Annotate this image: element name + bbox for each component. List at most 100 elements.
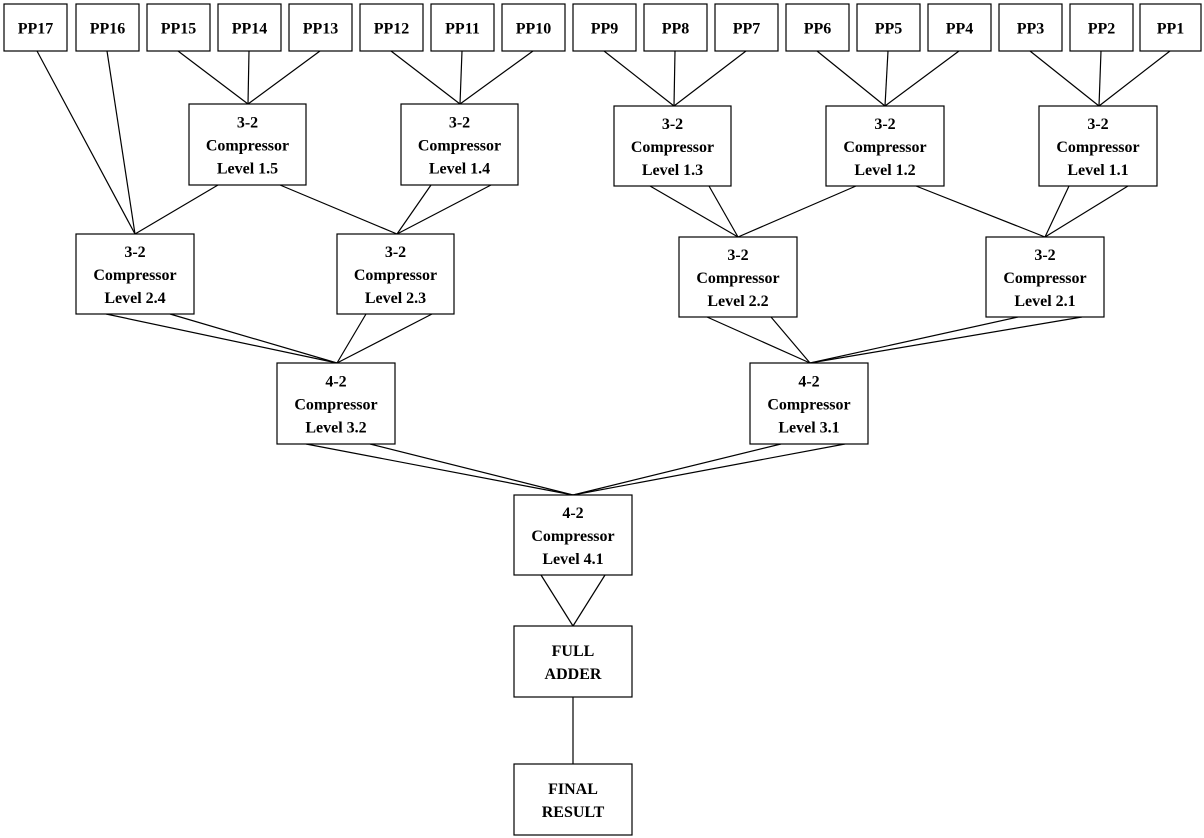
partial-product-label: PP2 [1088, 21, 1116, 38]
final-result-label: RESULT [542, 804, 605, 821]
compressor-label: Level 1.4 [429, 161, 490, 178]
partial-product-pp12: PP12 [359, 3, 424, 52]
edge-c24-to-c32 [169, 313, 338, 364]
partial-product-box [3, 3, 68, 52]
compressor-label: Compressor [1056, 139, 1139, 156]
compressor-label: Level 4.1 [542, 551, 603, 568]
edge-c24-to-c32 [105, 313, 338, 364]
compressor-label: Compressor [696, 270, 779, 287]
compressor-box [985, 236, 1105, 318]
edge-c11-to-c21 [1044, 185, 1129, 238]
edge-c12-to-c22 [737, 185, 857, 238]
compressor-label: Compressor [843, 139, 926, 156]
compressor-label: Compressor [93, 267, 176, 284]
edge-pp14-to-c15 [247, 50, 250, 105]
compressor-label: 3-2 [1087, 116, 1108, 133]
edge-c14-to-c23 [396, 184, 492, 235]
compressor-label: Level 1.2 [854, 162, 915, 179]
partial-product-pp11: PP11 [430, 3, 495, 52]
edge-c13-to-c22 [708, 185, 739, 238]
compressor-label: 4-2 [798, 374, 819, 391]
partial-product-label: PP8 [662, 21, 690, 38]
edge-c15-to-c23 [279, 184, 398, 235]
partial-product-pp13: PP13 [288, 3, 353, 52]
partial-product-label: PP10 [516, 21, 552, 38]
connector-lines [36, 50, 1171, 764]
edge-pp16-to-c24 [106, 50, 136, 235]
compressor-label: Level 2.1 [1014, 293, 1075, 310]
final-result-box [513, 763, 633, 836]
edge-pp3-to-c11 [1029, 50, 1100, 107]
compressor-box [613, 105, 732, 187]
partial-product-box [359, 3, 424, 52]
partial-product-pp15: PP15 [146, 3, 211, 52]
compressor-label: Level 1.5 [217, 161, 278, 178]
compressor-box [825, 105, 945, 187]
edge-c31-to-c41 [572, 443, 846, 496]
edge-pp15-to-c15 [177, 50, 249, 105]
partial-product-pp16: PP16 [75, 3, 140, 52]
partial-product-box [1139, 3, 1202, 52]
edge-c32-to-c41 [305, 443, 574, 496]
edge-c14-to-c23 [396, 184, 432, 235]
compressor-label: Compressor [418, 138, 501, 155]
partial-product-pp8: PP8 [643, 3, 708, 52]
compressor-label: Compressor [1003, 270, 1086, 287]
compressor-label: Compressor [531, 528, 614, 545]
partial-product-box [856, 3, 921, 52]
partial-product-pp6: PP6 [785, 3, 850, 52]
compressor-label: Level 3.1 [778, 420, 839, 437]
partial-product-label: PP17 [18, 21, 54, 38]
compressor-box [749, 362, 869, 445]
partial-product-box [75, 3, 140, 52]
partial-product-box [430, 3, 495, 52]
edge-pp13-to-c15 [247, 50, 321, 105]
compressor-label: 3-2 [385, 244, 406, 261]
compressor-label: Compressor [206, 138, 289, 155]
edge-c21-to-c31 [809, 316, 1019, 364]
partial-product-pp17: PP17 [3, 3, 68, 52]
compressor-label: 3-2 [237, 115, 258, 132]
edge-c21-to-c31 [809, 316, 1083, 364]
partial-product-label: PP4 [946, 21, 974, 38]
edge-c32-to-c41 [369, 443, 574, 496]
compressor-label: 3-2 [662, 116, 683, 133]
compressor-label: 3-2 [124, 244, 145, 261]
compressor-label: 3-2 [727, 247, 748, 264]
partial-product-label: PP7 [733, 21, 761, 38]
partial-product-box [288, 3, 353, 52]
partial-product-label: PP9 [591, 21, 619, 38]
edge-c15-to-c24 [134, 184, 219, 235]
partial-product-box [643, 3, 708, 52]
edge-c41-to-fa [540, 574, 574, 627]
partial-product-pp5: PP5 [856, 3, 921, 52]
partial-product-pp2: PP2 [1069, 3, 1134, 52]
edge-c22-to-c31 [770, 316, 811, 364]
compressor-label: Level 2.3 [365, 290, 426, 307]
partial-product-box [785, 3, 850, 52]
edge-c23-to-c32 [336, 313, 433, 364]
compressor-box [336, 233, 455, 315]
edge-c23-to-c32 [336, 313, 367, 364]
partial-product-label: PP5 [875, 21, 903, 38]
full-adder-box [513, 625, 633, 698]
full-adder-label: ADDER [545, 666, 602, 683]
edge-pp11-to-c14 [459, 50, 463, 105]
edge-pp6-to-c12 [816, 50, 886, 107]
edge-pp2-to-c11 [1098, 50, 1102, 107]
compressor-box [400, 103, 519, 186]
compressor-box [678, 236, 798, 318]
compressor-label: Level 1.3 [642, 162, 703, 179]
partial-product-label: PP1 [1157, 21, 1185, 38]
compressor-label: 4-2 [562, 505, 583, 522]
compressor-label: Level 3.2 [305, 420, 366, 437]
compressor-box [513, 494, 633, 576]
